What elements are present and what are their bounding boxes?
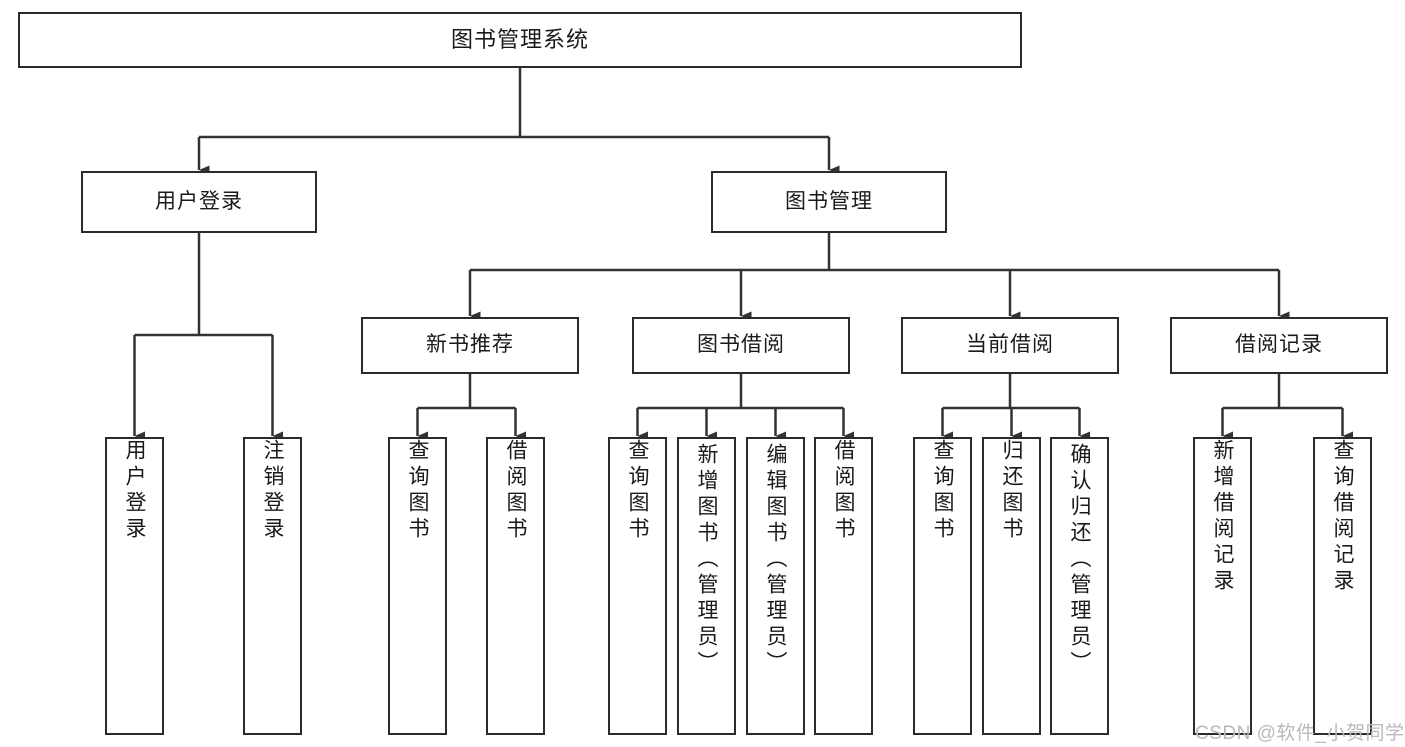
node-box-l-login[interactable]: 用户登录 bbox=[105, 437, 164, 735]
node-label-bookmgmt: 图书管理 bbox=[785, 189, 873, 213]
node-label-records: 借阅记录 bbox=[1235, 333, 1323, 357]
node-label-l-nb-query: 查询图书 bbox=[406, 439, 429, 543]
node-box-l-cu-confirm[interactable]: 确认归还（管理员） bbox=[1050, 437, 1109, 735]
node-label-l-bw-edit: 编辑图书（管理员） bbox=[764, 443, 787, 677]
node-label-l-bw-borrow: 借阅图书 bbox=[832, 439, 855, 543]
node-label-l-login: 用户登录 bbox=[123, 439, 146, 543]
node-box-borrow[interactable]: 图书借阅 bbox=[632, 317, 850, 374]
edge-group bbox=[133, 68, 1353, 441]
node-box-l-cu-return[interactable]: 归还图书 bbox=[982, 437, 1041, 735]
node-label-root: 图书管理系统 bbox=[450, 27, 589, 53]
node-box-l-bw-add[interactable]: 新增图书（管理员） bbox=[677, 437, 736, 735]
node-label-l-bw-add: 新增图书（管理员） bbox=[695, 443, 718, 677]
node-label-l-nb-borrow: 借阅图书 bbox=[504, 439, 527, 543]
node-label-l-cu-query: 查询图书 bbox=[931, 439, 954, 543]
node-label-borrow: 图书借阅 bbox=[697, 333, 785, 357]
watermark-label: CSDN @软件_小贺同学 bbox=[1195, 723, 1405, 744]
node-label-l-cu-return: 归还图书 bbox=[1000, 439, 1023, 543]
node-box-login[interactable]: 用户登录 bbox=[81, 171, 317, 233]
node-box-l-bw-edit[interactable]: 编辑图书（管理员） bbox=[746, 437, 805, 735]
node-box-newbook[interactable]: 新书推荐 bbox=[361, 317, 579, 374]
node-box-bookmgmt[interactable]: 图书管理 bbox=[711, 171, 947, 233]
node-box-records[interactable]: 借阅记录 bbox=[1170, 317, 1388, 374]
node-label-l-logout: 注销登录 bbox=[261, 439, 284, 543]
node-label-current: 当前借阅 bbox=[966, 333, 1054, 357]
node-box-l-logout[interactable]: 注销登录 bbox=[243, 437, 302, 735]
node-box-l-nb-borrow[interactable]: 借阅图书 bbox=[486, 437, 545, 735]
node-label-login: 用户登录 bbox=[155, 189, 243, 213]
node-label-l-bw-query: 查询图书 bbox=[626, 439, 649, 543]
node-label-l-rc-query: 查询借阅记录 bbox=[1331, 439, 1354, 595]
node-label-l-cu-confirm: 确认归还（管理员） bbox=[1068, 443, 1091, 677]
node-box-l-rc-add[interactable]: 新增借阅记录 bbox=[1193, 437, 1252, 735]
node-box-l-bw-borrow[interactable]: 借阅图书 bbox=[814, 437, 873, 735]
node-box-l-nb-query[interactable]: 查询图书 bbox=[388, 437, 447, 735]
node-box-l-cu-query[interactable]: 查询图书 bbox=[913, 437, 972, 735]
node-box-current[interactable]: 当前借阅 bbox=[901, 317, 1119, 374]
node-box-root[interactable]: 图书管理系统 bbox=[18, 12, 1022, 68]
node-label-newbook: 新书推荐 bbox=[426, 333, 514, 357]
node-box-l-rc-query[interactable]: 查询借阅记录 bbox=[1313, 437, 1372, 735]
node-label-l-rc-add: 新增借阅记录 bbox=[1211, 439, 1234, 595]
node-box-l-bw-query[interactable]: 查询图书 bbox=[608, 437, 667, 735]
